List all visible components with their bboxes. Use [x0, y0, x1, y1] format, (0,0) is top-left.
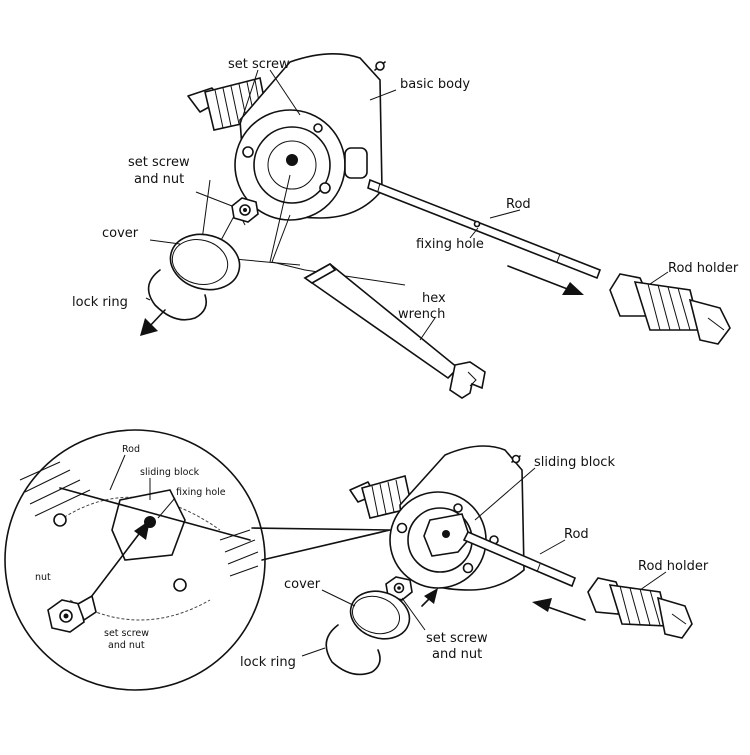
label-set-screw-and-nut-top-line1: set screw — [128, 155, 190, 170]
label-set-screw: set screw — [228, 57, 290, 72]
top-arrow-right-icon — [507, 265, 584, 295]
label-set-screw-and-nut-bottom-line1: set screw — [426, 631, 488, 646]
label-cover-bottom: cover — [284, 577, 321, 592]
label-hex-wrench-line2: wrench — [398, 307, 445, 322]
label-lock-ring-bottom: lock ring — [240, 655, 296, 670]
top-cover-part — [169, 233, 241, 291]
hex-wrench-part — [303, 262, 486, 399]
label-rod-holder-top: Rod holder — [668, 261, 739, 276]
bottom-leader-lockring — [301, 647, 326, 657]
top-rod-part — [367, 178, 602, 280]
bottom-leader-sliding — [474, 467, 536, 521]
label-detail-fixing-hole: fixing hole — [176, 487, 226, 498]
bottom-basic-body — [389, 445, 525, 591]
label-detail-nut: nut — [35, 572, 51, 583]
label-cover-top: cover — [102, 226, 139, 241]
bottom-leader-cover — [321, 589, 356, 607]
bottom-arrow-up-icon — [421, 588, 438, 607]
detail-leader-fixing — [157, 497, 176, 519]
label-rod-top: Rod — [506, 197, 531, 212]
bottom-leader-rod — [539, 539, 566, 555]
bottom-leader-setscrew — [401, 597, 426, 631]
label-set-screw-and-nut-bottom-line2: and nut — [432, 647, 482, 662]
detail-leader-rod — [109, 454, 126, 491]
bottom-set-screw-and-nut-part — [385, 576, 413, 601]
detail-nut-part — [47, 594, 97, 633]
detail-magnifier: Rod sliding block fixing hole nut set sc… — [4, 429, 266, 691]
top-set-screw-and-nut-part — [231, 197, 259, 223]
bottom-rod-part — [462, 530, 577, 588]
bottom-arrow-left-icon — [532, 598, 586, 621]
detail-callout-wedge — [251, 527, 391, 561]
label-basic-body: basic body — [400, 77, 470, 92]
label-fixing-hole-top: fixing hole — [416, 237, 484, 252]
bottom-cover-part — [349, 590, 411, 640]
label-lock-ring-top: lock ring — [72, 295, 128, 310]
bottom-assembly: sliding block Rod Rod holder cover lock … — [240, 445, 709, 676]
label-detail-sliding-block: sliding block — [140, 467, 200, 478]
label-detail-set-screw-and-nut-line1: set screw — [104, 628, 149, 639]
label-detail-rod: Rod — [122, 444, 140, 455]
label-hex-wrench-line1: hex — [422, 291, 446, 306]
top-arrow-down-left-icon — [140, 309, 166, 336]
label-sliding-block-bottom: sliding block — [534, 455, 615, 470]
top-rod-holder-part — [609, 273, 731, 345]
bottom-lock-ring-part — [325, 624, 381, 676]
bottom-leader-holder — [639, 571, 667, 591]
label-detail-set-screw-and-nut-line2: and nut — [108, 640, 145, 651]
top-leaders — [145, 69, 669, 341]
label-set-screw-and-nut-top-line2: and nut — [134, 172, 184, 187]
detail-arrow-icon — [84, 520, 150, 606]
bottom-rod-holder-part — [587, 577, 693, 639]
top-lock-ring-part — [147, 269, 208, 321]
label-rod-holder-bottom: Rod holder — [638, 559, 709, 574]
label-rod-bottom: Rod — [564, 527, 589, 542]
top-assembly: set screw basic body set screw and nut c… — [72, 53, 739, 399]
basic-body — [234, 53, 386, 221]
